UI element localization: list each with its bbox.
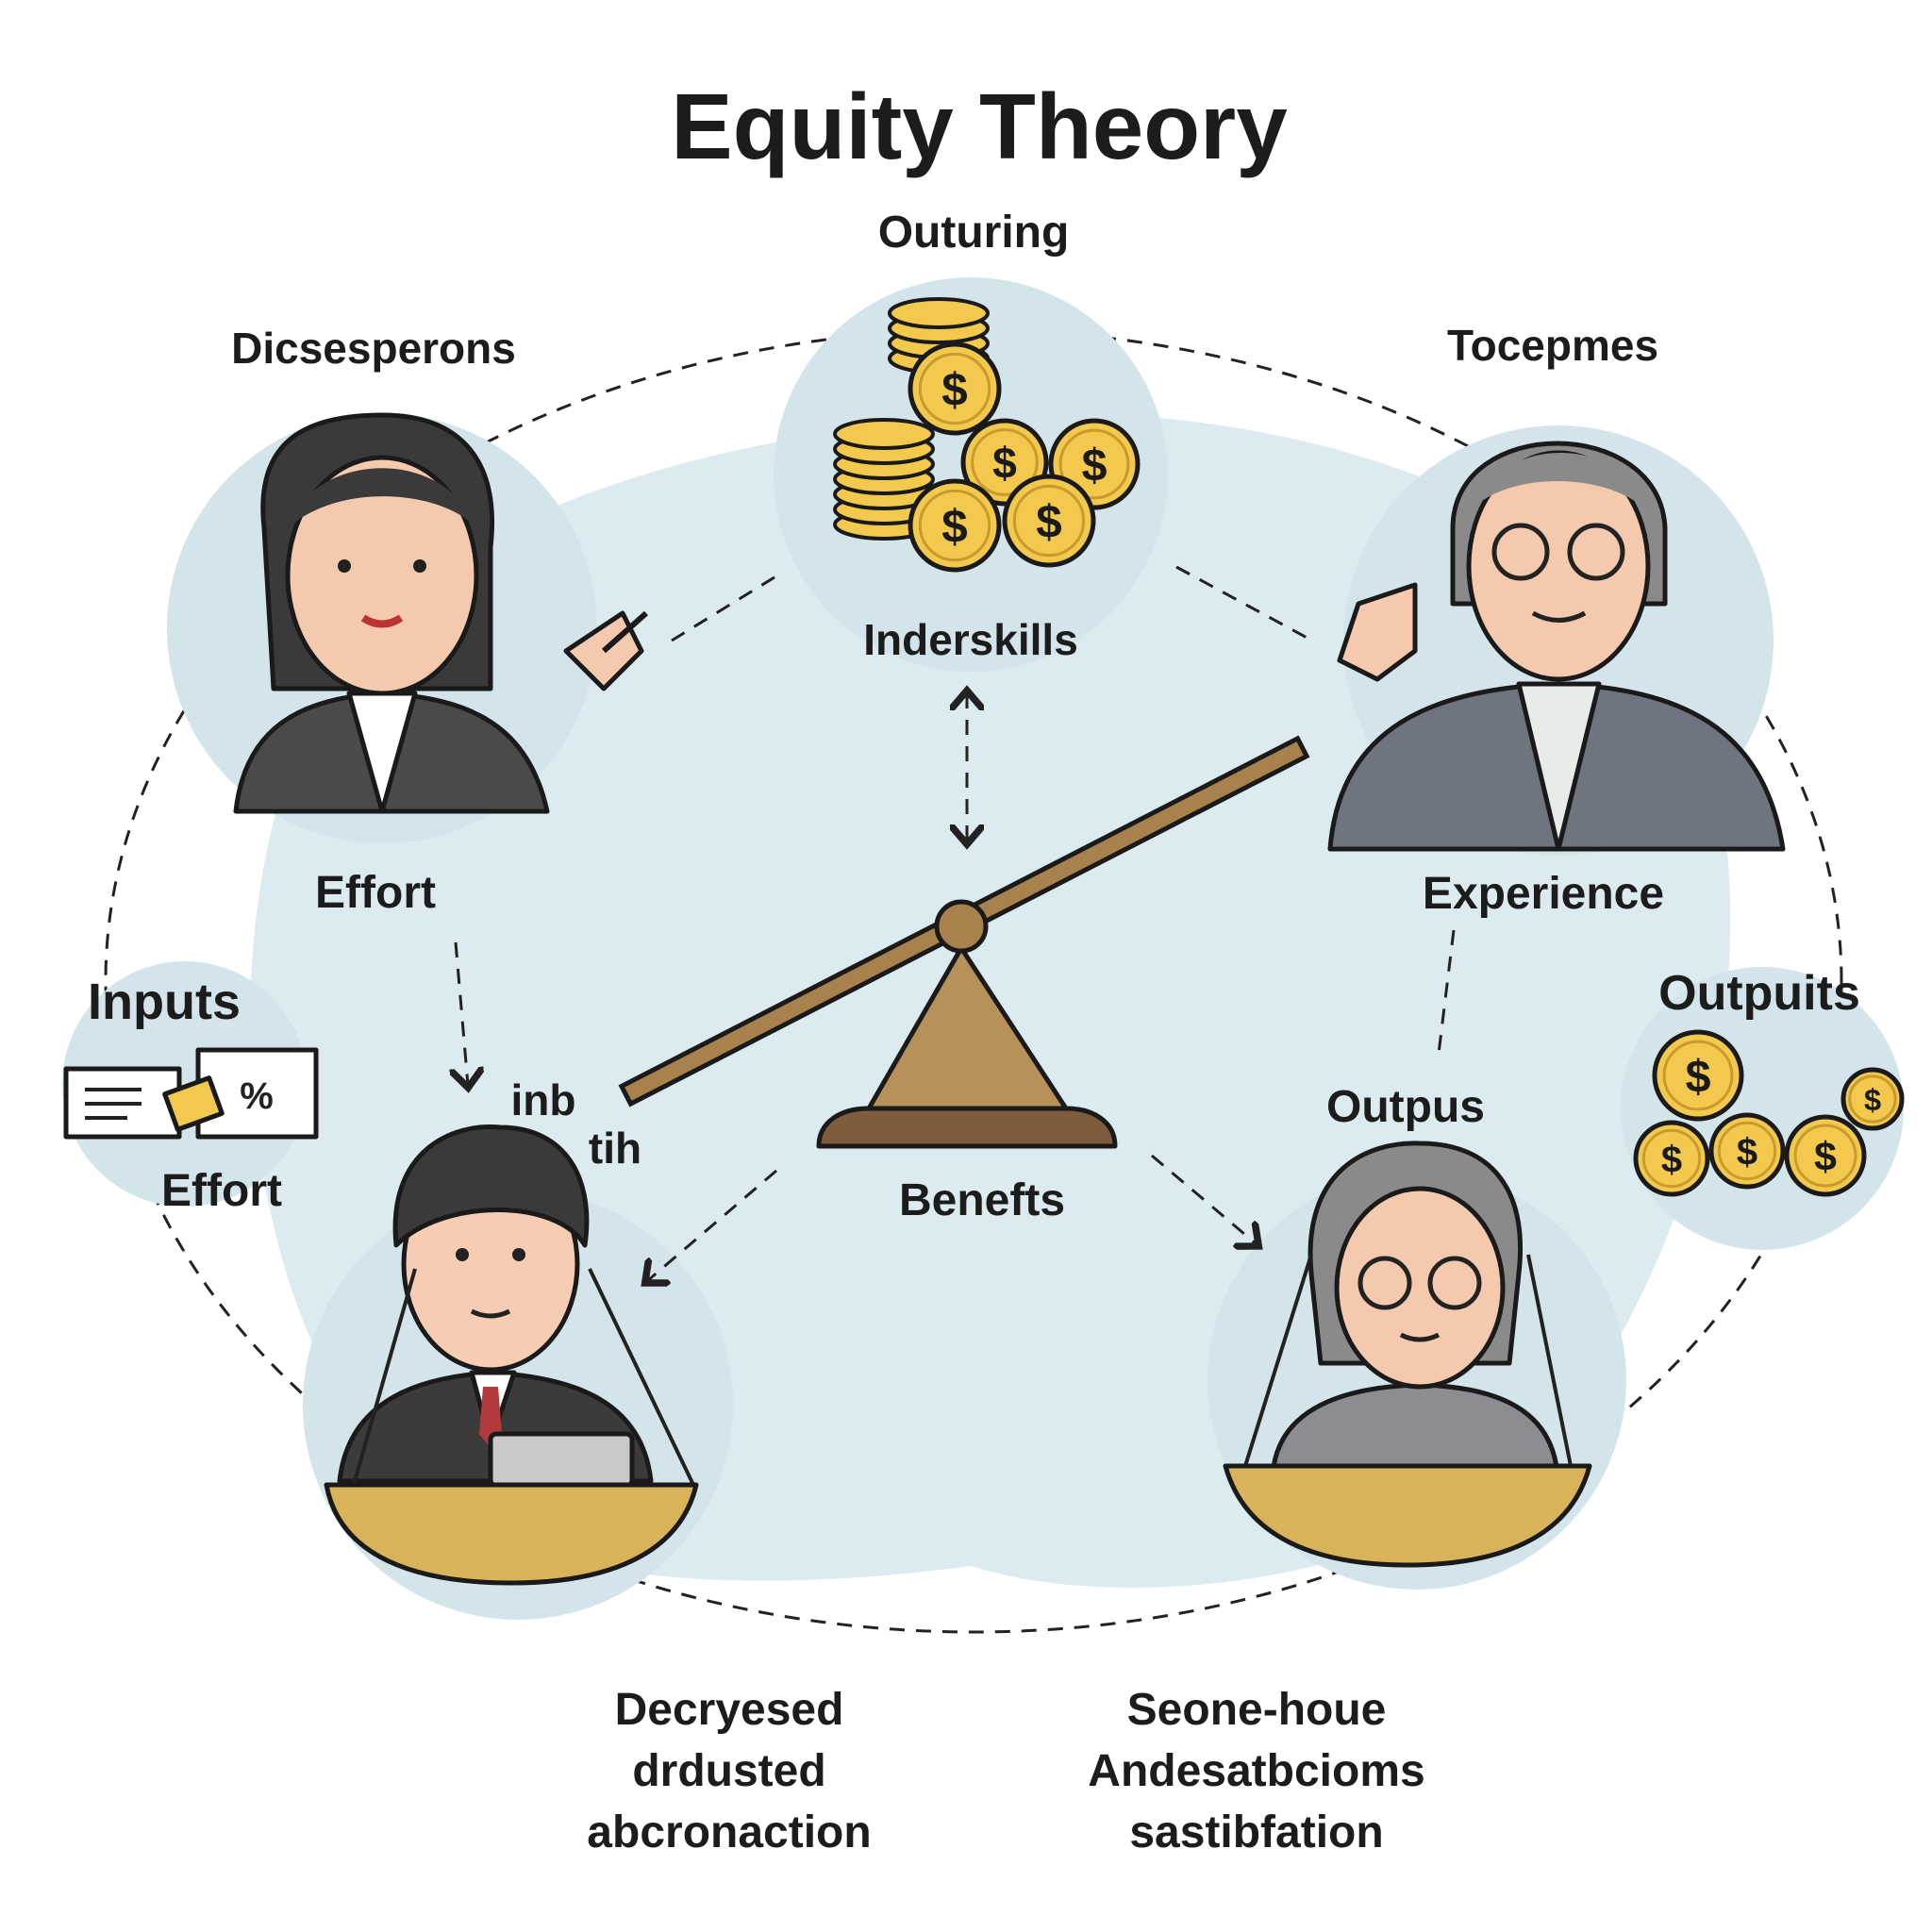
label-outuring: Outuring <box>878 208 1070 258</box>
coin-stack-layer <box>888 297 990 329</box>
bottom-right-line-2: Andesatbcioms <box>1088 1746 1424 1796</box>
dash-left-top <box>671 571 783 642</box>
label-fragment-tih: tih <box>589 1124 641 1173</box>
coin-symbol: $ <box>941 501 967 553</box>
coin-icon: $ <box>1652 1029 1744 1122</box>
bottom-right-line-3: sastibfation <box>1129 1807 1383 1857</box>
arrow-right-down-icon <box>1151 1154 1257 1244</box>
coin-symbol: $ <box>1036 496 1061 548</box>
bottom-left-line-3: abcronaction <box>587 1807 871 1857</box>
dash-experience <box>1437 929 1456 1055</box>
coin-symbol: $ <box>1814 1135 1837 1180</box>
svg-text:%: % <box>240 1075 274 1117</box>
coin-icon: $ <box>1633 1120 1710 1197</box>
label-dicsesperons: Dicsesperons <box>231 324 516 373</box>
label-outpus: Outpus <box>1326 1082 1485 1132</box>
label-inputs-effort: Effort <box>161 1166 282 1216</box>
label-tocepmes: Tocepmes <box>1447 321 1658 370</box>
coin-symbol: $ <box>992 439 1017 488</box>
coin-stack-icon: $ $ $ $ $ <box>833 297 1141 573</box>
coin-symbol: $ <box>941 364 967 416</box>
arrow-left-down-icon <box>647 1169 777 1281</box>
seesaw-scale <box>618 735 1310 1149</box>
bottom-right-line-1: Seone-houe <box>1127 1685 1387 1735</box>
label-outputs: Outpuits <box>1658 966 1860 1021</box>
coin-symbol: $ <box>1686 1051 1711 1102</box>
label-benefits: Benefts <box>899 1175 1065 1225</box>
coin-symbol: $ <box>1661 1139 1682 1180</box>
document-cards-icon: % <box>63 1047 319 1140</box>
connectors <box>456 565 1456 1281</box>
coin-icon: $ <box>1784 1114 1867 1197</box>
page-title: Equity Theory <box>671 75 1287 178</box>
coin-icon: $ <box>1840 1067 1905 1131</box>
inputs-circle <box>62 961 308 1207</box>
coin-icon: $ <box>1708 1112 1786 1190</box>
label-inputs: Inputs <box>88 974 241 1030</box>
coin-icon: $ <box>908 341 1002 436</box>
coin-icon: $ <box>908 478 1002 573</box>
businesswoman-illustration <box>233 412 648 814</box>
bottom-left-line-1: Decryesed <box>615 1685 844 1735</box>
older-businesswoman-illustration <box>1223 1141 1592 1568</box>
bottom-left-line-2: drdusted <box>632 1746 825 1796</box>
coin-symbol: $ <box>1864 1083 1881 1117</box>
label-experience: Experience <box>1423 869 1664 919</box>
coin-icon: $ <box>1002 474 1096 568</box>
young-businessman-illustration <box>324 1124 699 1586</box>
label-inderskills: Inderskills <box>863 615 1078 664</box>
arrow-effort-icon <box>456 941 468 1085</box>
older-businessman-illustration <box>1327 441 1786 852</box>
coin-stack-layer <box>833 418 935 450</box>
coin-symbol: $ <box>1082 440 1108 491</box>
label-effort: Effort <box>315 868 436 918</box>
coin-symbol: $ <box>1737 1131 1757 1173</box>
outputs-coins-icon: $$$$$ <box>1633 1029 1905 1197</box>
label-fragment-inb: inb <box>511 1075 576 1124</box>
